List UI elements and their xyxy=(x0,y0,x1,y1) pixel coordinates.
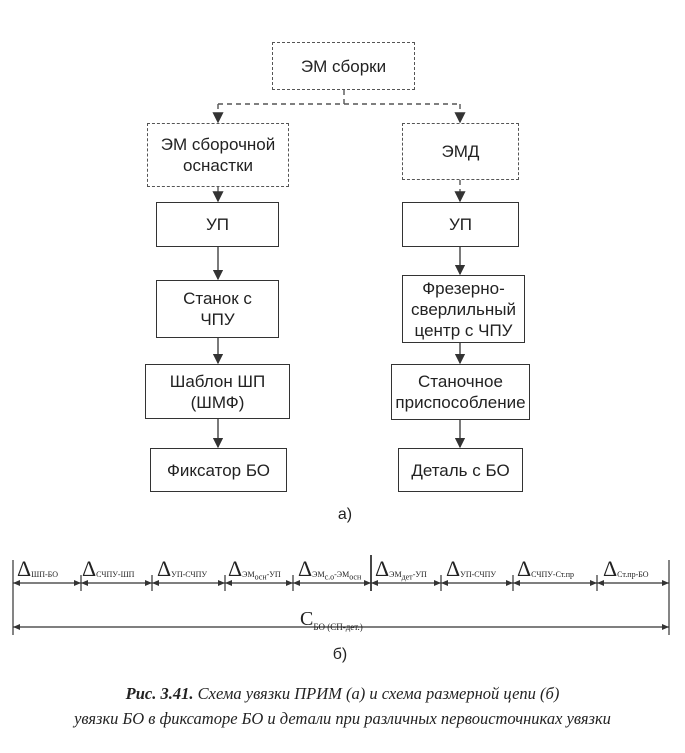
caption-line-2: увязки БО в фиксаторе БО и детали при ра… xyxy=(74,709,611,728)
label-a: а) xyxy=(337,506,353,523)
box-label: ЭМ сборки xyxy=(300,56,387,76)
segment-sub-mid: -ЭМ xyxy=(334,570,350,580)
box-label: Станочное приспособление xyxy=(395,372,526,412)
segment-sub: СЧПУ-ШП xyxy=(96,570,135,580)
delta-symbol: Δ xyxy=(603,556,618,581)
segment-6: ΔЭМдет-УП xyxy=(375,556,427,582)
segment-sub-rest: -УП xyxy=(266,570,281,580)
box-label: Фрезерно-сверлильный центр с ЧПУ xyxy=(411,278,516,340)
delta-symbol: Δ xyxy=(17,556,32,581)
box-label: Станок с ЧПУ xyxy=(183,289,252,329)
box-template: Шаблон ШП (ШМФ) xyxy=(145,364,290,419)
segment-1: ΔШП-БО xyxy=(17,556,58,582)
segment-7: ΔУП-СЧПУ xyxy=(446,556,496,582)
dashed-branch xyxy=(212,90,466,203)
box-label: УП xyxy=(205,215,230,234)
caption-text-1: Схема увязки ПРИМ (а) и схема размерной … xyxy=(193,684,560,703)
segment-3: ΔУП-СЧПУ xyxy=(157,556,207,582)
segment-sub: ЭМ xyxy=(242,570,255,580)
box-label: ЭМД xyxy=(441,142,480,161)
delta-symbol: Δ xyxy=(228,556,243,581)
solid-arrows xyxy=(212,247,466,449)
segment-subsub: дет xyxy=(401,572,413,582)
box-milling-center: Фрезерно-сверлильный центр с ЧПУ xyxy=(402,275,525,343)
box-label: Фиксатор БО xyxy=(166,460,271,480)
total-symbol: С xyxy=(300,608,314,630)
label-b: б) xyxy=(332,646,348,663)
segment-9: ΔСт.пр-БО xyxy=(603,556,649,582)
segment-subsub: с.о xyxy=(324,572,335,582)
caption-line-1: Рис. 3.41. Схема увязки ПРИМ (а) и схема… xyxy=(0,684,685,704)
segment-5: ΔЭМс.о-ЭМосн xyxy=(298,556,361,582)
segment-sub: ЭМ xyxy=(389,570,402,580)
segment-sub: СЧПУ-Ст.пр xyxy=(531,570,575,580)
delta-symbol: Δ xyxy=(517,556,532,581)
segment-sub: ШП-БО xyxy=(31,570,58,580)
delta-symbol: Δ xyxy=(446,556,461,581)
box-label: Шаблон ШП (ШМФ) xyxy=(169,371,266,412)
closing-link: СБО (СП-дет.) xyxy=(300,608,363,632)
segment-sub: ЭМ xyxy=(312,570,325,580)
segment-8: ΔСЧПУ-Ст.пр xyxy=(517,556,574,582)
delta-symbol: Δ xyxy=(298,556,313,581)
box-machine-fixture: Станочное приспособление xyxy=(391,364,530,420)
box-left-program: УП xyxy=(156,202,279,247)
segment-sub: УП-СЧПУ xyxy=(171,570,208,580)
box-cnc-machine: Станок с ЧПУ xyxy=(156,280,279,338)
segment-subsub-2: осн xyxy=(349,572,362,582)
figure-number: Рис. 3.41. xyxy=(125,684,194,703)
segment-sub: Ст.пр-БО xyxy=(617,570,649,580)
delta-symbol: Δ xyxy=(82,556,97,581)
box-label: УП xyxy=(448,215,473,234)
box-emd: ЭМД xyxy=(402,123,519,180)
box-em-tooling: ЭМ сборочной оснастки xyxy=(147,123,289,187)
total-sub: БО (СП-дет.) xyxy=(313,622,363,632)
box-fixator: Фиксатор БО xyxy=(150,448,287,492)
dimension-arrowheads xyxy=(13,580,669,630)
delta-symbol: Δ xyxy=(157,556,172,581)
box-part: Деталь с БО xyxy=(398,448,523,492)
segment-4: ΔЭМосн-УП xyxy=(228,556,281,582)
segment-sub: УП-СЧПУ xyxy=(460,570,497,580)
box-right-program: УП xyxy=(402,202,519,247)
delta-symbol: Δ xyxy=(375,556,390,581)
segment-2: ΔСЧПУ-ШП xyxy=(82,556,134,582)
segment-subsub: осн xyxy=(254,572,267,582)
box-label: Деталь с БО xyxy=(411,460,510,480)
segment-sub-rest: -УП xyxy=(412,570,427,580)
box-label: ЭМ сборочной оснастки xyxy=(160,135,276,175)
box-em-assembly: ЭМ сборки xyxy=(272,42,415,90)
